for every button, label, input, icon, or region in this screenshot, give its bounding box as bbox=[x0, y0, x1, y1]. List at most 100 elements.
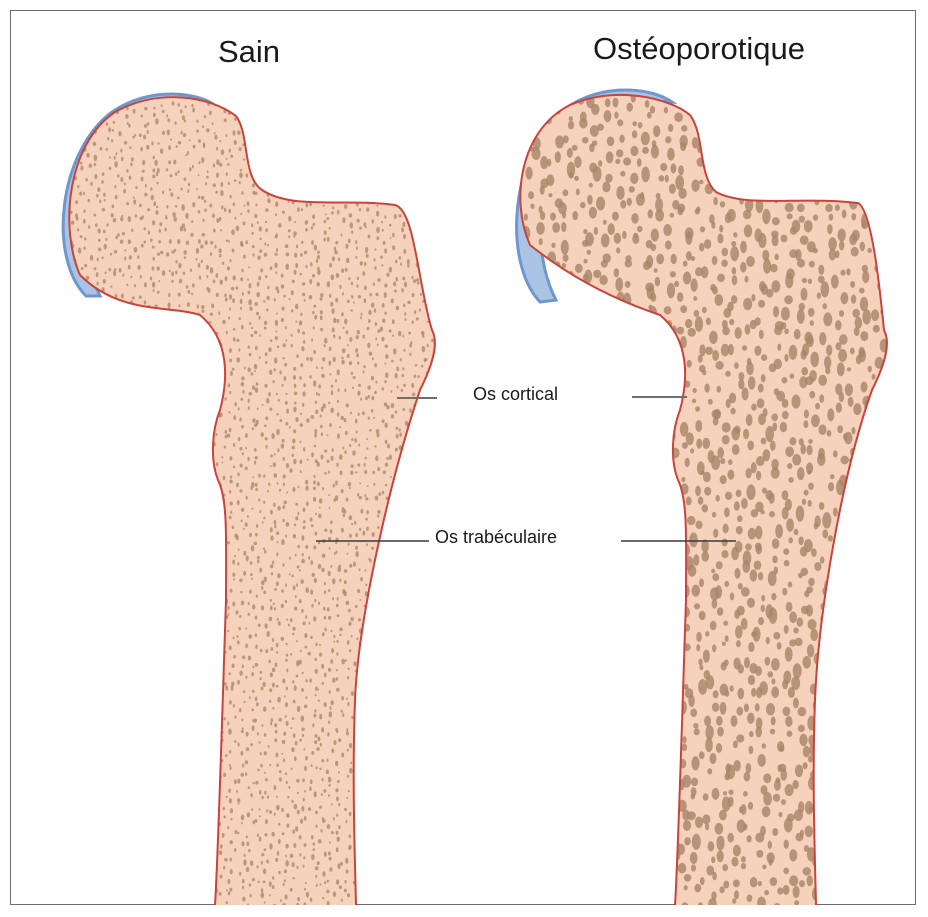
trabecular-pore bbox=[296, 583, 298, 586]
trabecular-pore bbox=[259, 510, 261, 513]
trabecular-pore bbox=[814, 522, 818, 529]
trabecular-pore bbox=[853, 483, 860, 496]
trabecular-pore bbox=[404, 790, 406, 793]
trabecular-pore bbox=[394, 817, 397, 821]
trabecular-pore bbox=[627, 625, 632, 630]
trabecular-pore bbox=[205, 694, 208, 697]
trabecular-pore bbox=[235, 716, 237, 719]
trabecular-pore bbox=[74, 908, 77, 911]
trabecular-pore bbox=[263, 706, 267, 712]
trabecular-pore bbox=[324, 338, 327, 344]
trabecular-pore bbox=[287, 796, 289, 798]
trabecular-pore bbox=[404, 318, 407, 321]
trabecular-pore bbox=[283, 295, 285, 298]
trabecular-pore bbox=[736, 490, 742, 497]
trabecular-pore bbox=[102, 172, 105, 175]
trabecular-pore bbox=[196, 414, 199, 418]
trabecular-pore bbox=[160, 104, 162, 107]
trabecular-pore bbox=[170, 757, 172, 761]
trabecular-pore bbox=[632, 121, 637, 126]
trabecular-pore bbox=[516, 568, 520, 575]
trabecular-pore bbox=[132, 394, 134, 397]
trabecular-pore bbox=[631, 213, 639, 224]
trabecular-pore bbox=[663, 224, 672, 236]
trabecular-pore bbox=[692, 104, 701, 114]
trabecular-pore bbox=[286, 813, 289, 817]
trabecular-pore bbox=[346, 728, 348, 731]
trabecular-pore bbox=[147, 718, 149, 721]
trabecular-pore bbox=[669, 380, 678, 396]
trabecular-pore bbox=[808, 439, 813, 444]
trabecular-pore bbox=[391, 793, 394, 798]
trabecular-pore bbox=[653, 125, 660, 137]
trabecular-pore bbox=[138, 790, 140, 793]
trabecular-pore bbox=[351, 295, 353, 299]
trabecular-pore bbox=[242, 764, 244, 768]
trabecular-pore bbox=[129, 398, 132, 403]
trabecular-pore bbox=[393, 722, 395, 725]
trabecular-pore bbox=[233, 130, 236, 135]
trabecular-pore bbox=[157, 774, 161, 780]
trabecular-pore bbox=[665, 240, 672, 249]
trabecular-pore bbox=[239, 101, 242, 105]
trabecular-pore bbox=[147, 320, 150, 325]
trabecular-pore bbox=[603, 314, 612, 326]
trabecular-pore bbox=[431, 115, 434, 119]
trabecular-pore bbox=[276, 313, 278, 315]
trabecular-pore bbox=[236, 226, 240, 232]
trabecular-pore bbox=[252, 232, 254, 235]
trabecular-pore bbox=[288, 201, 290, 203]
trabecular-pore bbox=[278, 167, 281, 173]
trabecular-pore bbox=[117, 779, 120, 783]
trabecular-pore bbox=[184, 256, 186, 259]
trabecular-pore bbox=[738, 379, 744, 390]
trabecular-pore bbox=[164, 600, 167, 605]
trabecular-pore bbox=[349, 906, 351, 910]
trabecular-pore bbox=[148, 361, 151, 366]
trabecular-pore bbox=[625, 437, 629, 442]
trabecular-pore bbox=[365, 497, 368, 500]
trabecular-pore bbox=[130, 730, 133, 734]
trabecular-pore bbox=[399, 839, 401, 842]
trabecular-pore bbox=[157, 830, 159, 832]
trabecular-pore bbox=[294, 392, 297, 396]
trabecular-pore bbox=[205, 480, 209, 486]
trabecular-pore bbox=[372, 888, 375, 892]
trabecular-pore bbox=[329, 227, 331, 230]
trabecular-pore bbox=[200, 736, 204, 741]
trabecular-pore bbox=[417, 514, 420, 519]
trabecular-pore bbox=[407, 437, 411, 442]
trabecular-pore bbox=[613, 537, 619, 545]
trabecular-pore bbox=[301, 559, 305, 564]
trabecular-pore bbox=[152, 341, 154, 346]
trabecular-pore bbox=[86, 342, 90, 349]
trabecular-pore bbox=[329, 171, 332, 175]
trabecular-pore bbox=[715, 585, 722, 598]
trabecular-pore bbox=[363, 109, 365, 113]
trabecular-pore bbox=[118, 538, 121, 543]
trabecular-pore bbox=[716, 137, 722, 146]
trabecular-pore bbox=[245, 131, 248, 137]
trabecular-pore bbox=[775, 524, 783, 538]
trabecular-pore bbox=[248, 602, 250, 605]
trabecular-pore bbox=[144, 517, 147, 522]
trabecular-pore bbox=[404, 201, 407, 207]
trabecular-pore bbox=[407, 301, 410, 305]
trabecular-pore bbox=[420, 472, 423, 475]
trabecular-pore bbox=[579, 118, 588, 128]
trabecular-pore bbox=[798, 146, 805, 157]
trabecular-pore bbox=[324, 130, 327, 135]
trabecular-pore bbox=[373, 483, 375, 486]
trabecular-pore bbox=[193, 690, 195, 693]
trabecular-pore bbox=[578, 587, 583, 595]
trabecular-pore bbox=[347, 749, 349, 752]
trabecular-pore bbox=[427, 895, 430, 898]
trabecular-pore bbox=[385, 517, 389, 523]
trabecular-pore bbox=[870, 504, 878, 512]
trabecular-pore bbox=[280, 176, 283, 180]
trabecular-pore bbox=[620, 619, 627, 626]
trabecular-pore bbox=[293, 235, 295, 237]
trabecular-pore bbox=[769, 511, 775, 517]
trabecular-pore bbox=[862, 309, 871, 324]
trabecular-pore bbox=[615, 300, 621, 306]
